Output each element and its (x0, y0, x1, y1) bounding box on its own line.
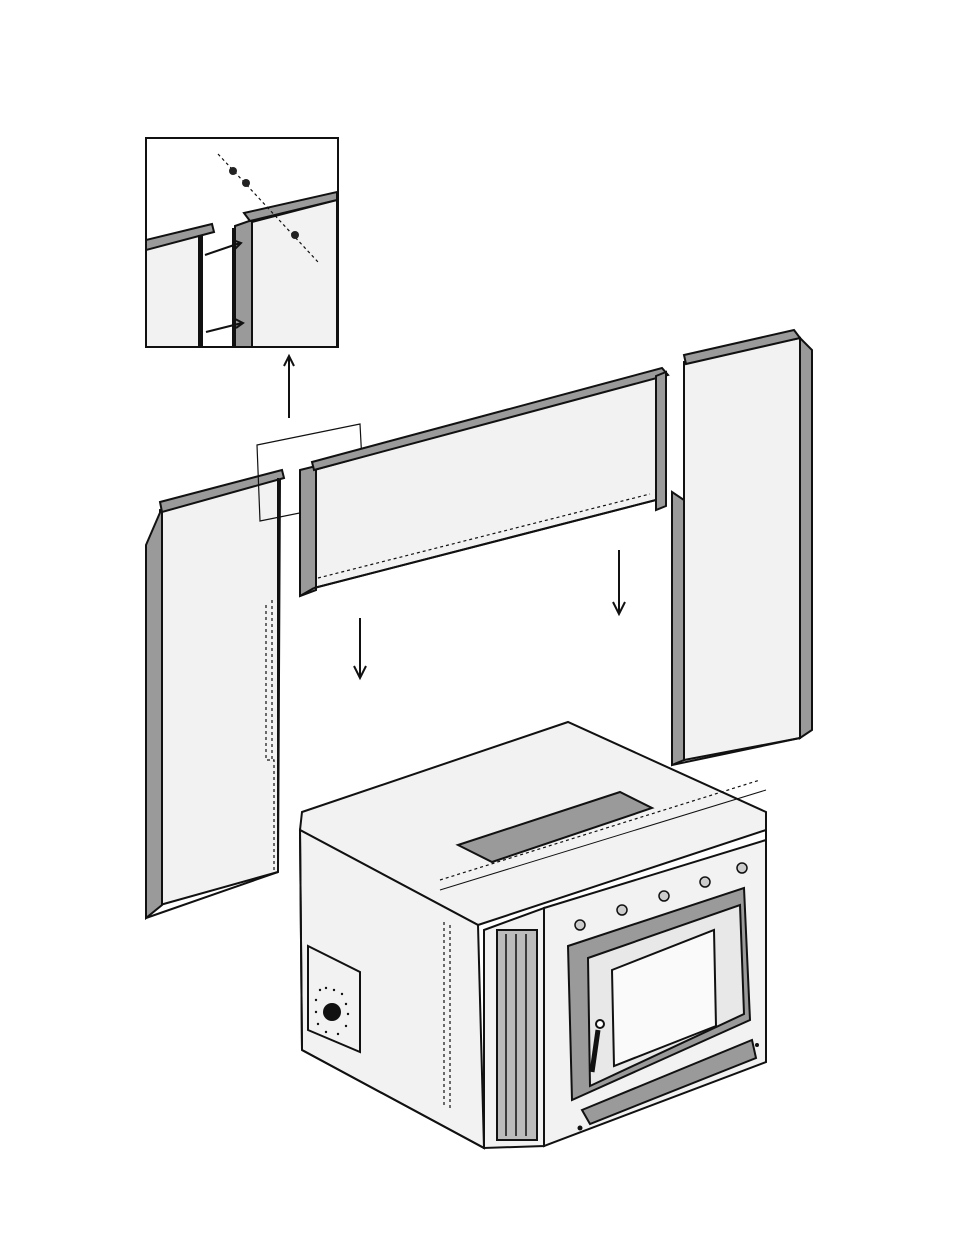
right-side-panel (672, 330, 812, 765)
arrow-down-right (613, 550, 625, 614)
detail-inset (146, 138, 338, 347)
stove-body (300, 722, 766, 1148)
left-side-panel (146, 470, 284, 918)
arrow-up (284, 356, 294, 418)
arrow-down-left (354, 618, 366, 678)
top-panel (300, 368, 668, 596)
